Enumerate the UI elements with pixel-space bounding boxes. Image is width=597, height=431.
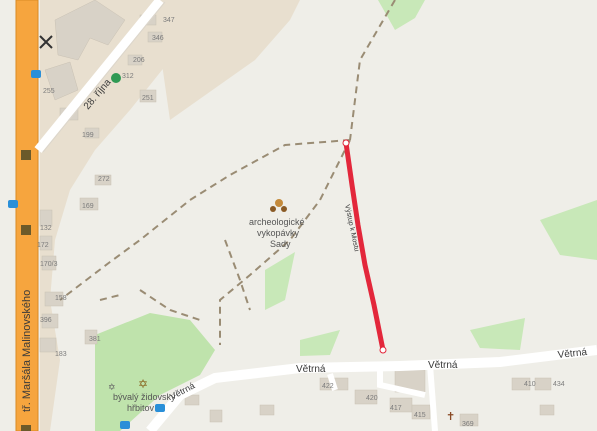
church-cross-icon[interactable]: ✝ [446, 411, 455, 423]
road-vetrna-branch[interactable] [327, 370, 426, 398]
house-number: 158 [55, 295, 67, 302]
archaeology-icon [275, 199, 283, 207]
house-number: 434 [553, 381, 565, 388]
house-number: 170/3 [40, 261, 58, 268]
house-number: 255 [43, 88, 55, 95]
house-number: 415 [414, 412, 426, 419]
park-right [540, 200, 597, 260]
footpaths [59, 0, 396, 345]
bus-stop-icon-1[interactable] [31, 70, 41, 78]
tram-stop-icon-2[interactable] [21, 225, 31, 235]
house-numbers: 347 346 206 312 251 255 199 272 169 132 … [37, 17, 565, 428]
street-label-vetrna-2: Větrná [428, 360, 458, 371]
archaeology-poi[interactable]: archeologické vykopávky Sady [249, 199, 305, 249]
crossed-tools-icon[interactable] [39, 35, 53, 49]
pharmacy-icon[interactable] [111, 73, 121, 83]
house-number: 199 [82, 132, 94, 139]
park-bottom-small [300, 330, 340, 356]
main-road[interactable] [15, 0, 39, 431]
street-label-main-avenue: tř. Maršála Malinovského [21, 290, 33, 412]
route-end-marker[interactable] [379, 346, 387, 354]
cemetery-label-2: hřbitov [127, 403, 155, 413]
archaeology-label-1: archeologické [249, 217, 305, 227]
street-label-vetrna-3: Větrná [557, 347, 588, 361]
house-number: 417 [390, 405, 402, 412]
house-number: 347 [163, 17, 175, 24]
house-number: 172 [37, 242, 49, 249]
bus-stop-icon-3[interactable] [155, 404, 165, 412]
star-icon-small: ✡ [108, 382, 116, 392]
residential-area-2 [160, 0, 300, 120]
route-start-marker[interactable] [342, 139, 350, 147]
road-28-rijna[interactable] [34, 0, 164, 153]
tram-stop-icon-3[interactable] [21, 425, 31, 431]
house-number: 381 [89, 336, 101, 343]
cemetery-label-1: bývalý židovský [113, 392, 176, 402]
house-number: 132 [40, 225, 52, 232]
house-number: 422 [322, 383, 334, 390]
tram-stop-icon-1[interactable] [21, 150, 31, 160]
house-number: 369 [462, 421, 474, 428]
road-right-vertical[interactable] [427, 364, 438, 431]
buildings [39, 0, 555, 427]
house-number: 312 [122, 73, 134, 80]
house-number: 183 [55, 351, 67, 358]
bus-stop-icon-4[interactable] [120, 421, 130, 429]
park-top-right [378, 0, 425, 30]
park-bottom-left [95, 313, 215, 431]
house-number: 251 [142, 95, 154, 102]
highlighted-route[interactable] [343, 140, 386, 353]
house-number: 206 [133, 57, 145, 64]
house-number: 169 [82, 203, 94, 210]
archaeology-label-2: vykopávky [257, 228, 300, 238]
house-number: 420 [366, 395, 378, 402]
park-bottom-right [470, 318, 525, 350]
house-number: 346 [152, 35, 164, 42]
park-middle [265, 252, 295, 310]
archaeology-label-3: Sady [270, 239, 291, 249]
road-vetrna[interactable] [146, 345, 597, 431]
house-number: 396 [40, 317, 52, 324]
house-number: 272 [98, 176, 110, 183]
star-of-david-icon: ✡ [138, 377, 148, 391]
bus-stop-icon-2[interactable] [8, 200, 18, 208]
residential-area [40, 0, 200, 431]
house-number: 410 [524, 381, 536, 388]
cemetery-poi[interactable]: ✡ ✡ bývalý židovský hřbitov [108, 377, 176, 413]
street-label-vetrna-1: Větrná [296, 364, 326, 375]
